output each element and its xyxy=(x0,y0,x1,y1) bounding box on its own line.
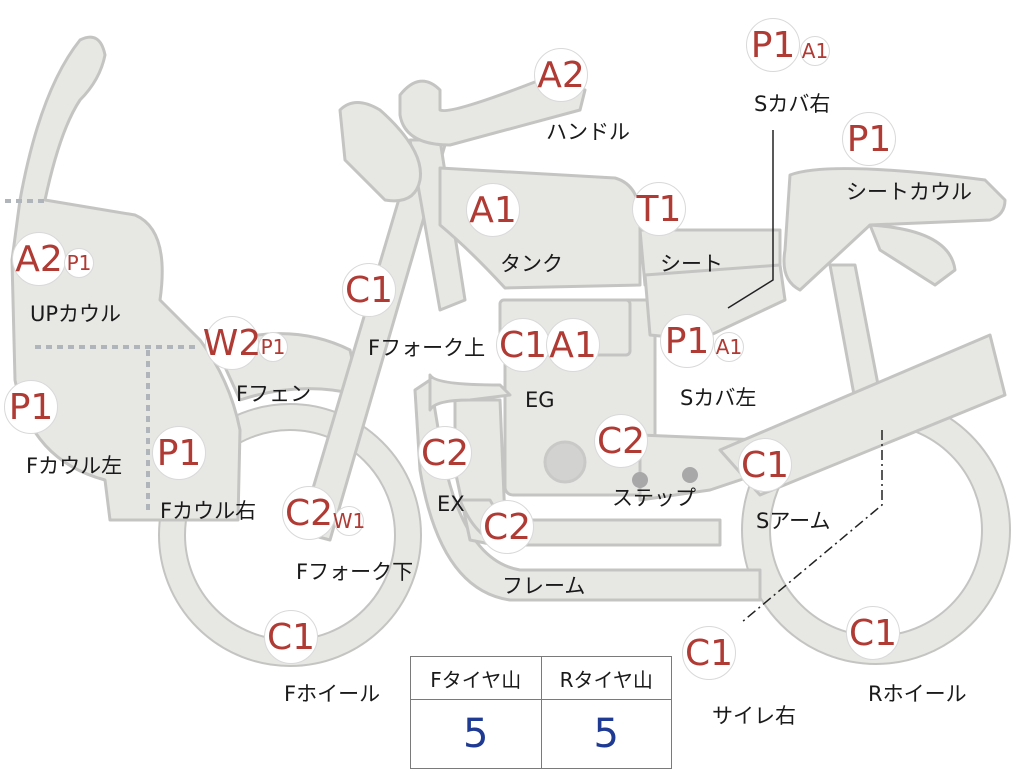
part-label: Rホイール xyxy=(868,682,967,706)
sub-grade-badge: P1 xyxy=(64,248,94,278)
grade-badge: P1 xyxy=(660,314,714,368)
part-label: EX xyxy=(437,492,465,516)
rear-tire-value[interactable]: 5 xyxy=(540,699,672,769)
grade-badge: A1 xyxy=(466,183,520,237)
headlight-shape xyxy=(338,101,422,203)
part-label: シートカウル xyxy=(846,180,972,204)
handlebar-shape xyxy=(398,78,587,147)
grade-badge: P1 xyxy=(4,380,58,434)
part-label: Fフェン xyxy=(236,382,312,406)
grade-badge: C2 xyxy=(418,426,472,480)
sub-grade-badge: A1 xyxy=(800,36,830,66)
grade-badge: T1 xyxy=(632,182,686,236)
front-cowl-shape xyxy=(10,35,242,522)
sub-grade-badge: A1 xyxy=(714,332,744,362)
grade-badge: C2 xyxy=(282,486,336,540)
rear-tire-header: Rタイヤ山 xyxy=(540,656,672,700)
grade-badge: C1 xyxy=(264,610,318,664)
part-label: Sカバ左 xyxy=(680,386,757,410)
part-label: Fカウル左 xyxy=(26,454,123,478)
grade-badge: P1 xyxy=(842,112,896,166)
part-label: フレーム xyxy=(502,574,586,598)
grade-badge: P1 xyxy=(152,426,206,480)
front-tire-header: Fタイヤ山 xyxy=(410,656,542,700)
sub-grade-badge: P1 xyxy=(258,332,288,362)
grade-badge-2: A1 xyxy=(546,318,600,372)
exhaust-shape xyxy=(428,373,512,412)
grade-badge: P1 xyxy=(746,18,800,72)
part-label: Fホイール xyxy=(284,682,381,706)
grade-badge: C2 xyxy=(594,414,648,468)
part-label: サイレ右 xyxy=(712,704,796,728)
grade-badge: C1 xyxy=(846,606,900,660)
grade-badge: C2 xyxy=(480,500,534,554)
part-label: ステップ xyxy=(612,486,696,510)
part-label: Sカバ右 xyxy=(754,92,831,116)
part-label: シート xyxy=(660,252,723,276)
seat-cowl-shape xyxy=(782,167,1007,292)
sub-grade-badge: W1 xyxy=(333,506,365,536)
part-label: Fフォーク上 xyxy=(368,336,486,360)
grade-badge: A2 xyxy=(534,48,588,102)
grade-badge: C1 xyxy=(342,263,396,317)
grade-badge: C1 xyxy=(496,318,550,372)
part-label: UPカウル xyxy=(30,302,122,326)
part-label: Sアーム xyxy=(756,509,831,533)
frame-shape xyxy=(413,378,762,602)
part-label: タンク xyxy=(500,252,563,276)
part-label: Fフォーク下 xyxy=(296,560,414,584)
grade-badge: C1 xyxy=(682,626,736,680)
part-label: ハンドル xyxy=(546,120,630,144)
grade-badge: A2 xyxy=(12,232,66,286)
tire-tread-table: Fタイヤ山 Rタイヤ山 5 5 xyxy=(410,656,672,769)
grade-badge: C1 xyxy=(738,438,792,492)
part-label: Fカウル右 xyxy=(160,499,257,523)
grade-badge: W2 xyxy=(203,316,261,370)
part-label: EG xyxy=(525,388,555,412)
front-tire-value[interactable]: 5 xyxy=(410,699,542,769)
